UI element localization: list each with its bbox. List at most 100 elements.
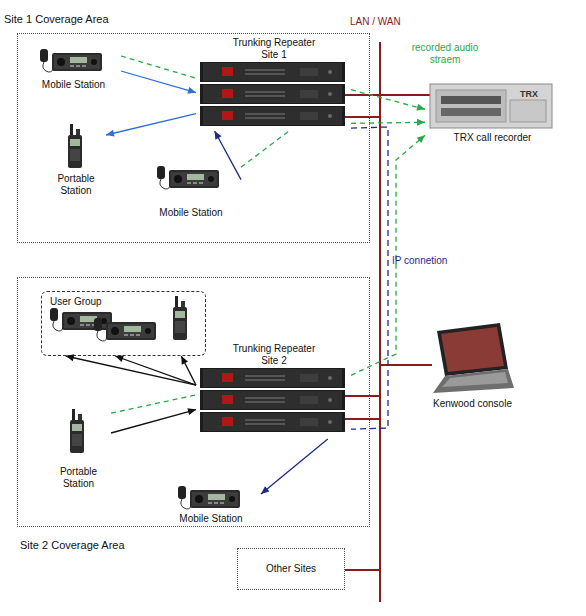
arrow-head <box>106 130 115 137</box>
connector <box>351 119 425 126</box>
portable-radio-icon <box>70 409 84 453</box>
call-recorder-icon <box>430 84 552 128</box>
connector-line <box>351 90 425 110</box>
connector <box>115 355 196 385</box>
node-label: Other Sites <box>238 563 344 575</box>
laptop-icon <box>433 323 514 393</box>
connector <box>106 114 196 137</box>
connector <box>111 395 196 413</box>
arrow-head <box>115 355 124 362</box>
arrow-head <box>66 354 75 361</box>
mobile-radio-icon <box>157 166 219 189</box>
laptop-lid <box>437 323 508 376</box>
arrow-head <box>261 486 269 494</box>
brand-logo: TRX <box>513 88 545 100</box>
lan-wire <box>345 418 380 420</box>
arrow-head <box>215 131 222 140</box>
node-label: Site 2 Coverage Area <box>20 539 240 552</box>
node-label: TRX call recorder <box>425 132 560 144</box>
recorder-drive <box>441 108 501 116</box>
connector-line <box>111 410 196 433</box>
network-label: LAN / WAN <box>350 16 420 28</box>
node-label: Mobile Station <box>141 207 241 219</box>
arrow-head <box>181 356 188 365</box>
mobile-radio-icon <box>40 49 102 72</box>
node-label: Kenwood console <box>415 398 530 410</box>
recorder-panel <box>436 90 506 122</box>
node-label: Mobile Station <box>26 79 121 91</box>
repeater-unit <box>200 390 345 410</box>
repeater-unit <box>200 62 345 82</box>
portable-station: Portable Station <box>46 406 111 496</box>
connector <box>66 354 196 385</box>
lan-wire <box>345 569 380 571</box>
recorder-case <box>430 84 552 128</box>
mobile-radio-icon <box>50 308 112 331</box>
connector <box>111 408 196 433</box>
connector-line <box>351 122 425 123</box>
lan-wire <box>345 116 380 118</box>
connector <box>241 131 289 167</box>
repeater-unit <box>200 412 345 432</box>
connector-line <box>66 356 196 385</box>
connector-label: recorded audio straem <box>410 42 480 66</box>
connector-line <box>261 439 328 494</box>
node-label: User Group <box>50 296 170 308</box>
trunking-repeater: Trunking Repeater Site 2 <box>196 341 351 439</box>
node-label: Trunking Repeater Site 2 <box>224 343 324 367</box>
repeater-unit <box>200 368 345 388</box>
node-label: Portable Station <box>46 466 111 490</box>
arrow-head <box>417 135 425 143</box>
portable-station: Portable Station <box>46 123 106 203</box>
mobile-radio-icon <box>94 318 156 341</box>
mobile-station: Mobile Station <box>141 161 241 223</box>
call-recorder: TRX call recorder <box>425 80 560 145</box>
mobile-radio-icon <box>178 486 240 509</box>
recorder-panel <box>510 100 546 122</box>
mobile-station: Mobile Station <box>161 483 261 527</box>
other-sites: Other Sites <box>237 548 345 590</box>
lan-bus <box>379 42 381 602</box>
arrow-head <box>417 119 425 126</box>
laptop-keyboard <box>442 372 508 387</box>
node-label: Portable Station <box>46 173 106 197</box>
connector <box>215 131 241 180</box>
connector <box>351 127 388 429</box>
dispatch-console: Kenwood console <box>415 322 530 414</box>
arrow-head <box>416 104 425 111</box>
coverage-area: Site 1 Coverage AreaMobile StationTrunki… <box>17 33 370 243</box>
lan-wire <box>345 395 380 397</box>
connector-label: IP connetion <box>392 255 472 267</box>
connector <box>181 356 196 385</box>
connector-line <box>241 131 289 167</box>
mobile-station: Mobile Station <box>26 46 121 96</box>
node-label: Trunking Repeater Site 1 <box>224 37 324 61</box>
repeater-unit <box>200 106 345 126</box>
portable-radio-icon <box>173 296 187 340</box>
connector <box>261 439 328 494</box>
recorder-drive <box>441 96 501 104</box>
laptop-base <box>433 369 514 393</box>
connector <box>351 90 425 111</box>
connector-line <box>115 356 196 385</box>
connector-line <box>215 131 241 180</box>
coverage-area: Site 2 Coverage AreaUser GroupTrunking R… <box>17 277 370 527</box>
connector-line <box>351 127 388 429</box>
laptop-screen <box>441 327 504 372</box>
lan-wire <box>345 94 430 96</box>
repeater-unit <box>200 84 345 104</box>
arrow-head <box>187 408 196 415</box>
node-label: Site 1 Coverage Area <box>4 13 224 26</box>
user-group: User Group <box>41 291 206 356</box>
connector-line <box>121 56 196 78</box>
connector-line <box>111 395 196 413</box>
node-label: Mobile Station <box>161 513 261 525</box>
connector <box>121 56 196 78</box>
arrow-head <box>187 87 196 94</box>
connector-line <box>181 356 196 385</box>
connector-line <box>106 114 196 135</box>
